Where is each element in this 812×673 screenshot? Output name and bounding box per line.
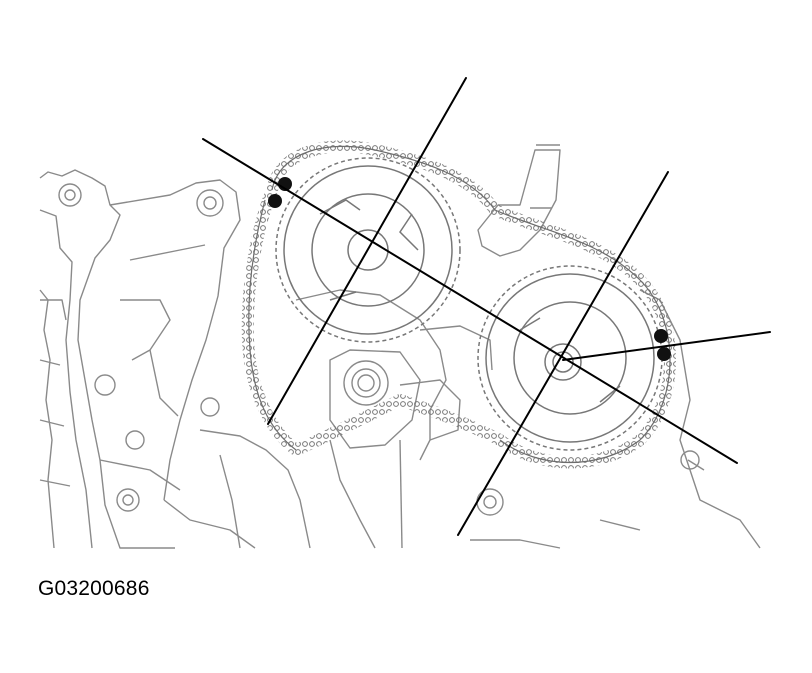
timing-mark-exhaust-lower (657, 347, 671, 361)
timing-mark-exhaust-upper (654, 329, 668, 343)
alignment-line-exhaust-mark (562, 331, 771, 361)
alignment-line-intake (267, 77, 467, 425)
engine-housing (39, 144, 761, 549)
timing-mark-intake-lower (268, 194, 282, 208)
alignment-line-diagonal (202, 138, 738, 464)
figure-id-caption: G03200686 (38, 577, 150, 600)
alignment-line-exhaust (457, 171, 669, 536)
timing-marks (268, 177, 671, 361)
timing-chain (241, 140, 676, 469)
alignment-lines (202, 77, 771, 536)
intake-cam-sprocket (275, 157, 461, 343)
timing-chain-diagram (39, 77, 771, 549)
exhaust-cam-sprocket (477, 265, 663, 451)
